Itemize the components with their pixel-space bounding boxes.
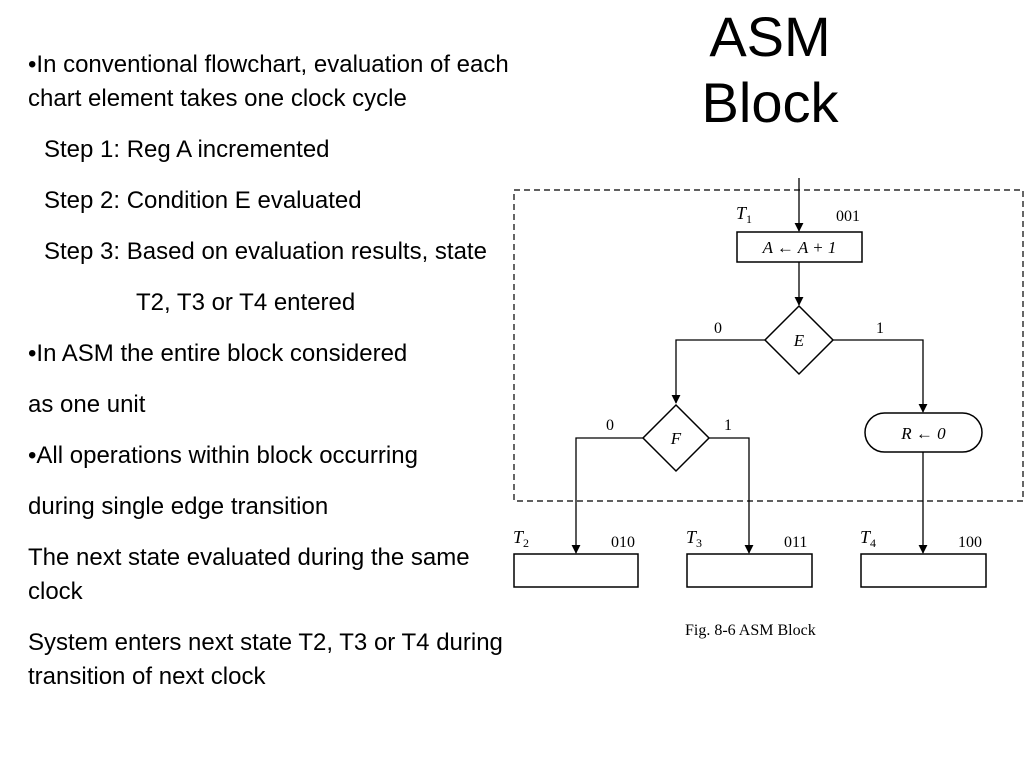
conditional-box-operation: R ← 0	[900, 424, 946, 443]
f-true-label: 1	[724, 417, 732, 434]
decision-e-label: E	[793, 331, 805, 350]
slide-title-line2: Block	[701, 71, 839, 134]
bullet-text: Step 2: Condition E evaluated	[44, 187, 362, 214]
t1-state-code: 001	[836, 208, 860, 225]
bullet-text: •In ASM the entire block considered	[28, 340, 408, 367]
state-box-t3	[686, 553, 813, 588]
e-false-branch	[671, 339, 765, 404]
slide-title: ASM Block	[600, 4, 940, 136]
decision-f-diamond	[641, 403, 711, 473]
bullet-text: T2, T3 or T4 entered	[136, 289, 356, 316]
t4-state-label: T4	[860, 527, 876, 550]
t1-state-label: T1	[736, 203, 752, 226]
bullet-text: •All operations within block occurring	[28, 442, 418, 469]
f-false-label: 0	[606, 417, 614, 434]
e-false-label: 0	[714, 320, 722, 337]
t4-state-code: 100	[958, 534, 982, 551]
e-true-branch	[833, 339, 928, 413]
bullet-text: Step 3: Based on evaluation results, sta…	[44, 238, 487, 265]
figure-caption: Fig. 8-6 ASM Block	[685, 622, 816, 639]
e-true-label: 1	[876, 320, 884, 337]
f-false-branch	[571, 437, 643, 554]
t3-state-code: 011	[784, 534, 807, 551]
bullet-text: •In conventional flowchart, evaluation o…	[28, 51, 509, 112]
bullet-text: Step 1: Reg A incremented	[44, 136, 330, 163]
state-box-t1	[736, 231, 863, 263]
state-box-t4	[860, 553, 987, 588]
bullet-text: as one unit	[28, 391, 146, 418]
state-box-t2	[513, 553, 639, 588]
f-true-branch	[709, 437, 754, 554]
asm-block-boundary	[513, 189, 1024, 502]
t3-state-label: T3	[686, 527, 702, 550]
state-box-operation: A ← A + 1	[762, 238, 837, 257]
bullet-text: System enters next state T2, T3 or T4 du…	[28, 629, 503, 690]
bullet-text: during single edge transition	[28, 493, 329, 520]
bullet-list: •In conventional flowchart, evaluation o…	[28, 48, 518, 694]
slide-title-line1: ASM	[709, 5, 831, 68]
decision-e-diamond	[763, 304, 835, 376]
decision-f-label: F	[670, 429, 682, 448]
bullet-text: The next state evaluated during the same…	[28, 544, 470, 605]
t2-state-label: T2	[513, 527, 529, 550]
t2-state-code: 010	[611, 534, 635, 551]
